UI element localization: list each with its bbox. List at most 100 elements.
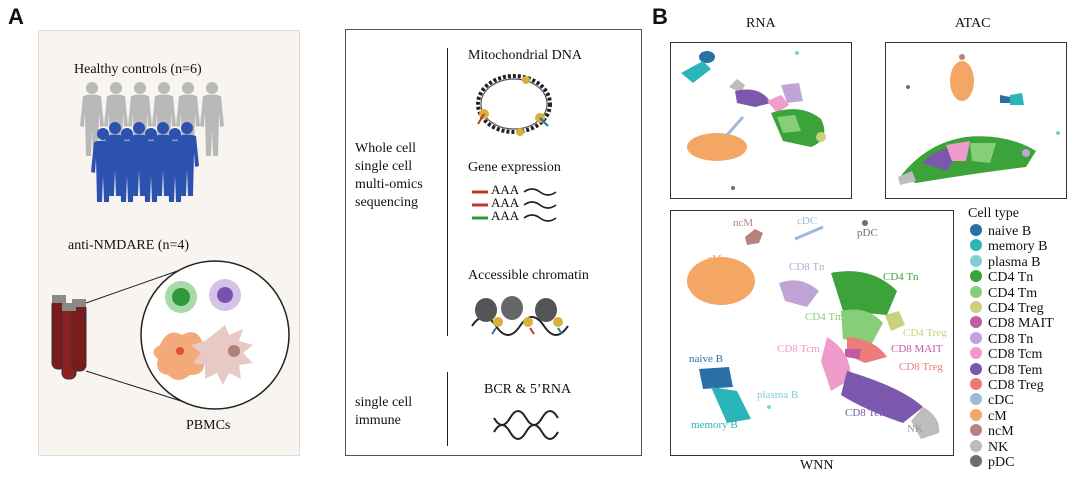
mitochondrial-dna-label: Mitochondrial DNA (468, 48, 582, 63)
rna-cdc-cluster (725, 116, 745, 136)
legend-item: memory B (970, 239, 1048, 255)
legend-item: CD8 Tcm (970, 347, 1042, 363)
legend-swatch (970, 393, 982, 406)
wnn-umap-plot: ncM cDC pDC cM CD8 Tn CD4 Tn CD4 Tm CD4 … (670, 210, 954, 456)
rna-plasma-b-cluster (795, 51, 799, 55)
legend-item: cDC (970, 393, 1014, 409)
wnn-label-pdc: pDC (857, 227, 878, 239)
wnn-label-cm: cM (707, 253, 722, 265)
wnn-label-naive-b: naive B (689, 353, 723, 365)
legend-swatch (970, 424, 982, 437)
legend-label: CD8 Tcm (988, 347, 1043, 363)
atac-naive-b-cluster (1000, 95, 1010, 103)
rna-cd8-tem-cluster (735, 89, 771, 107)
legend-swatch (970, 439, 982, 452)
multiomics-line-1: Whole cell (355, 141, 417, 156)
atac-plasma-b-cluster (1056, 131, 1060, 135)
legend-label: CD4 Tm (988, 285, 1038, 301)
legend-item: CD8 Treg (970, 378, 1044, 394)
accessible-chromatin-icon (471, 296, 569, 336)
legend-item: NK (970, 439, 1009, 456)
wnn-label-plasma-b: plasma B (757, 389, 799, 401)
legend-swatch (970, 316, 982, 329)
legend-label: CD8 Tn (988, 331, 1034, 347)
atac-cd4-tn-cluster (900, 136, 1036, 183)
legend-swatch (970, 455, 982, 467)
wnn-label-cd8-tcm: CD8 Tcm (777, 343, 820, 355)
legend-item: CD4 Treg (970, 301, 1044, 317)
wnn-umap-title: WNN (800, 458, 834, 473)
rna-cd4-treg-cluster (816, 132, 826, 142)
bcr-label: BCR & 5’RNA (484, 382, 572, 397)
immune-line-1: single cell (355, 395, 413, 410)
legend-label: pDC (988, 455, 1015, 470)
patients-label: anti-NMDARE (n=4) (68, 238, 190, 253)
multiomics-line-4: sequencing (355, 195, 418, 210)
legend-item: ncM (970, 424, 1014, 440)
wnn-cd8-tem-cluster (841, 371, 923, 423)
mitochondrial-dna-icon (476, 74, 552, 136)
atac-cm-cluster (950, 61, 974, 101)
legend-swatch (970, 347, 982, 360)
panel-a-letter: A (8, 4, 24, 29)
legend-swatch (970, 362, 982, 375)
wnn-cd8-tcm-cluster (821, 337, 851, 391)
atac-cd8-tn-cluster (1022, 149, 1030, 157)
legend-swatch (970, 254, 982, 267)
wnn-label-cd4-tm: CD4 Tm (805, 311, 844, 323)
legend-label: NK (988, 439, 1009, 455)
atac-ncm-cluster (959, 54, 965, 60)
immune-line-2: immune (355, 413, 401, 428)
wnn-plasma-b-cluster (767, 405, 771, 409)
wnn-cd8-mait-cluster (845, 349, 861, 359)
legend-label: CD8 Tem (988, 362, 1043, 378)
wnn-label-memory-b: memory B (691, 419, 738, 431)
legend-label: memory B (988, 239, 1048, 255)
wnn-nk-cluster (911, 407, 940, 439)
accessible-chromatin-label: Accessible chromatin (468, 268, 589, 283)
rna-naive-b-cluster (699, 51, 715, 63)
rna-cd8-tn-cluster (781, 83, 803, 103)
pbmcs-label: PBMCs (186, 418, 231, 433)
rna-pdc-cluster (731, 186, 735, 190)
wnn-label-cdc: cDC (797, 215, 818, 227)
legend-item: pDC (970, 455, 1014, 471)
atac-cd8-tcm-cluster (946, 141, 970, 161)
wnn-label-cd4-tn: CD4 Tn (883, 271, 919, 283)
wnn-pdc-cluster (862, 220, 868, 226)
legend-swatch (970, 378, 982, 390)
legend-title: Cell type (968, 206, 1019, 221)
wnn-cm-cluster (687, 257, 755, 305)
blood-tubes-icon (51, 295, 87, 380)
wnn-cd8-tn-cluster (779, 280, 819, 307)
legend-swatch (970, 270, 982, 283)
legend-label: cM (988, 408, 1007, 424)
wnn-label-cd4-treg: CD4 Treg (903, 327, 947, 339)
gene-expression-icon (472, 188, 557, 222)
wnn-label-ncm: ncM (733, 217, 754, 229)
panel-b-letter: B (652, 4, 668, 29)
legend-swatch (970, 331, 982, 344)
wnn-cd4-tm-cluster (841, 309, 883, 345)
wnn-memory-b-cluster (711, 387, 751, 423)
legend-swatch (970, 408, 982, 421)
multiomics-line-3: multi-omics (355, 177, 423, 192)
legend-label: CD8 Treg (988, 378, 1044, 393)
rna-umap-plot (670, 42, 852, 199)
legend-item: plasma B (970, 254, 1041, 271)
multiomics-line-2: single cell (355, 159, 413, 174)
legend-item: CD8 Tn (970, 331, 1034, 348)
rna-memory-b-cluster (681, 61, 711, 83)
rna-nk-cluster (729, 79, 745, 93)
rna-cd4-tm-cluster (777, 115, 801, 133)
wnn-cdc-cluster (794, 225, 824, 241)
read-2: AAA (491, 195, 520, 210)
wnn-cd4-treg-cluster (885, 311, 905, 331)
atac-nk-cluster (898, 171, 916, 185)
read-3: AAA (491, 208, 520, 223)
wnn-naive-b-cluster (699, 367, 733, 389)
legend-label: plasma B (988, 254, 1041, 270)
gene-expression-label: Gene expression (468, 160, 561, 175)
immune-description: single cell immune (355, 394, 412, 430)
atac-pdc-cluster (906, 85, 910, 89)
